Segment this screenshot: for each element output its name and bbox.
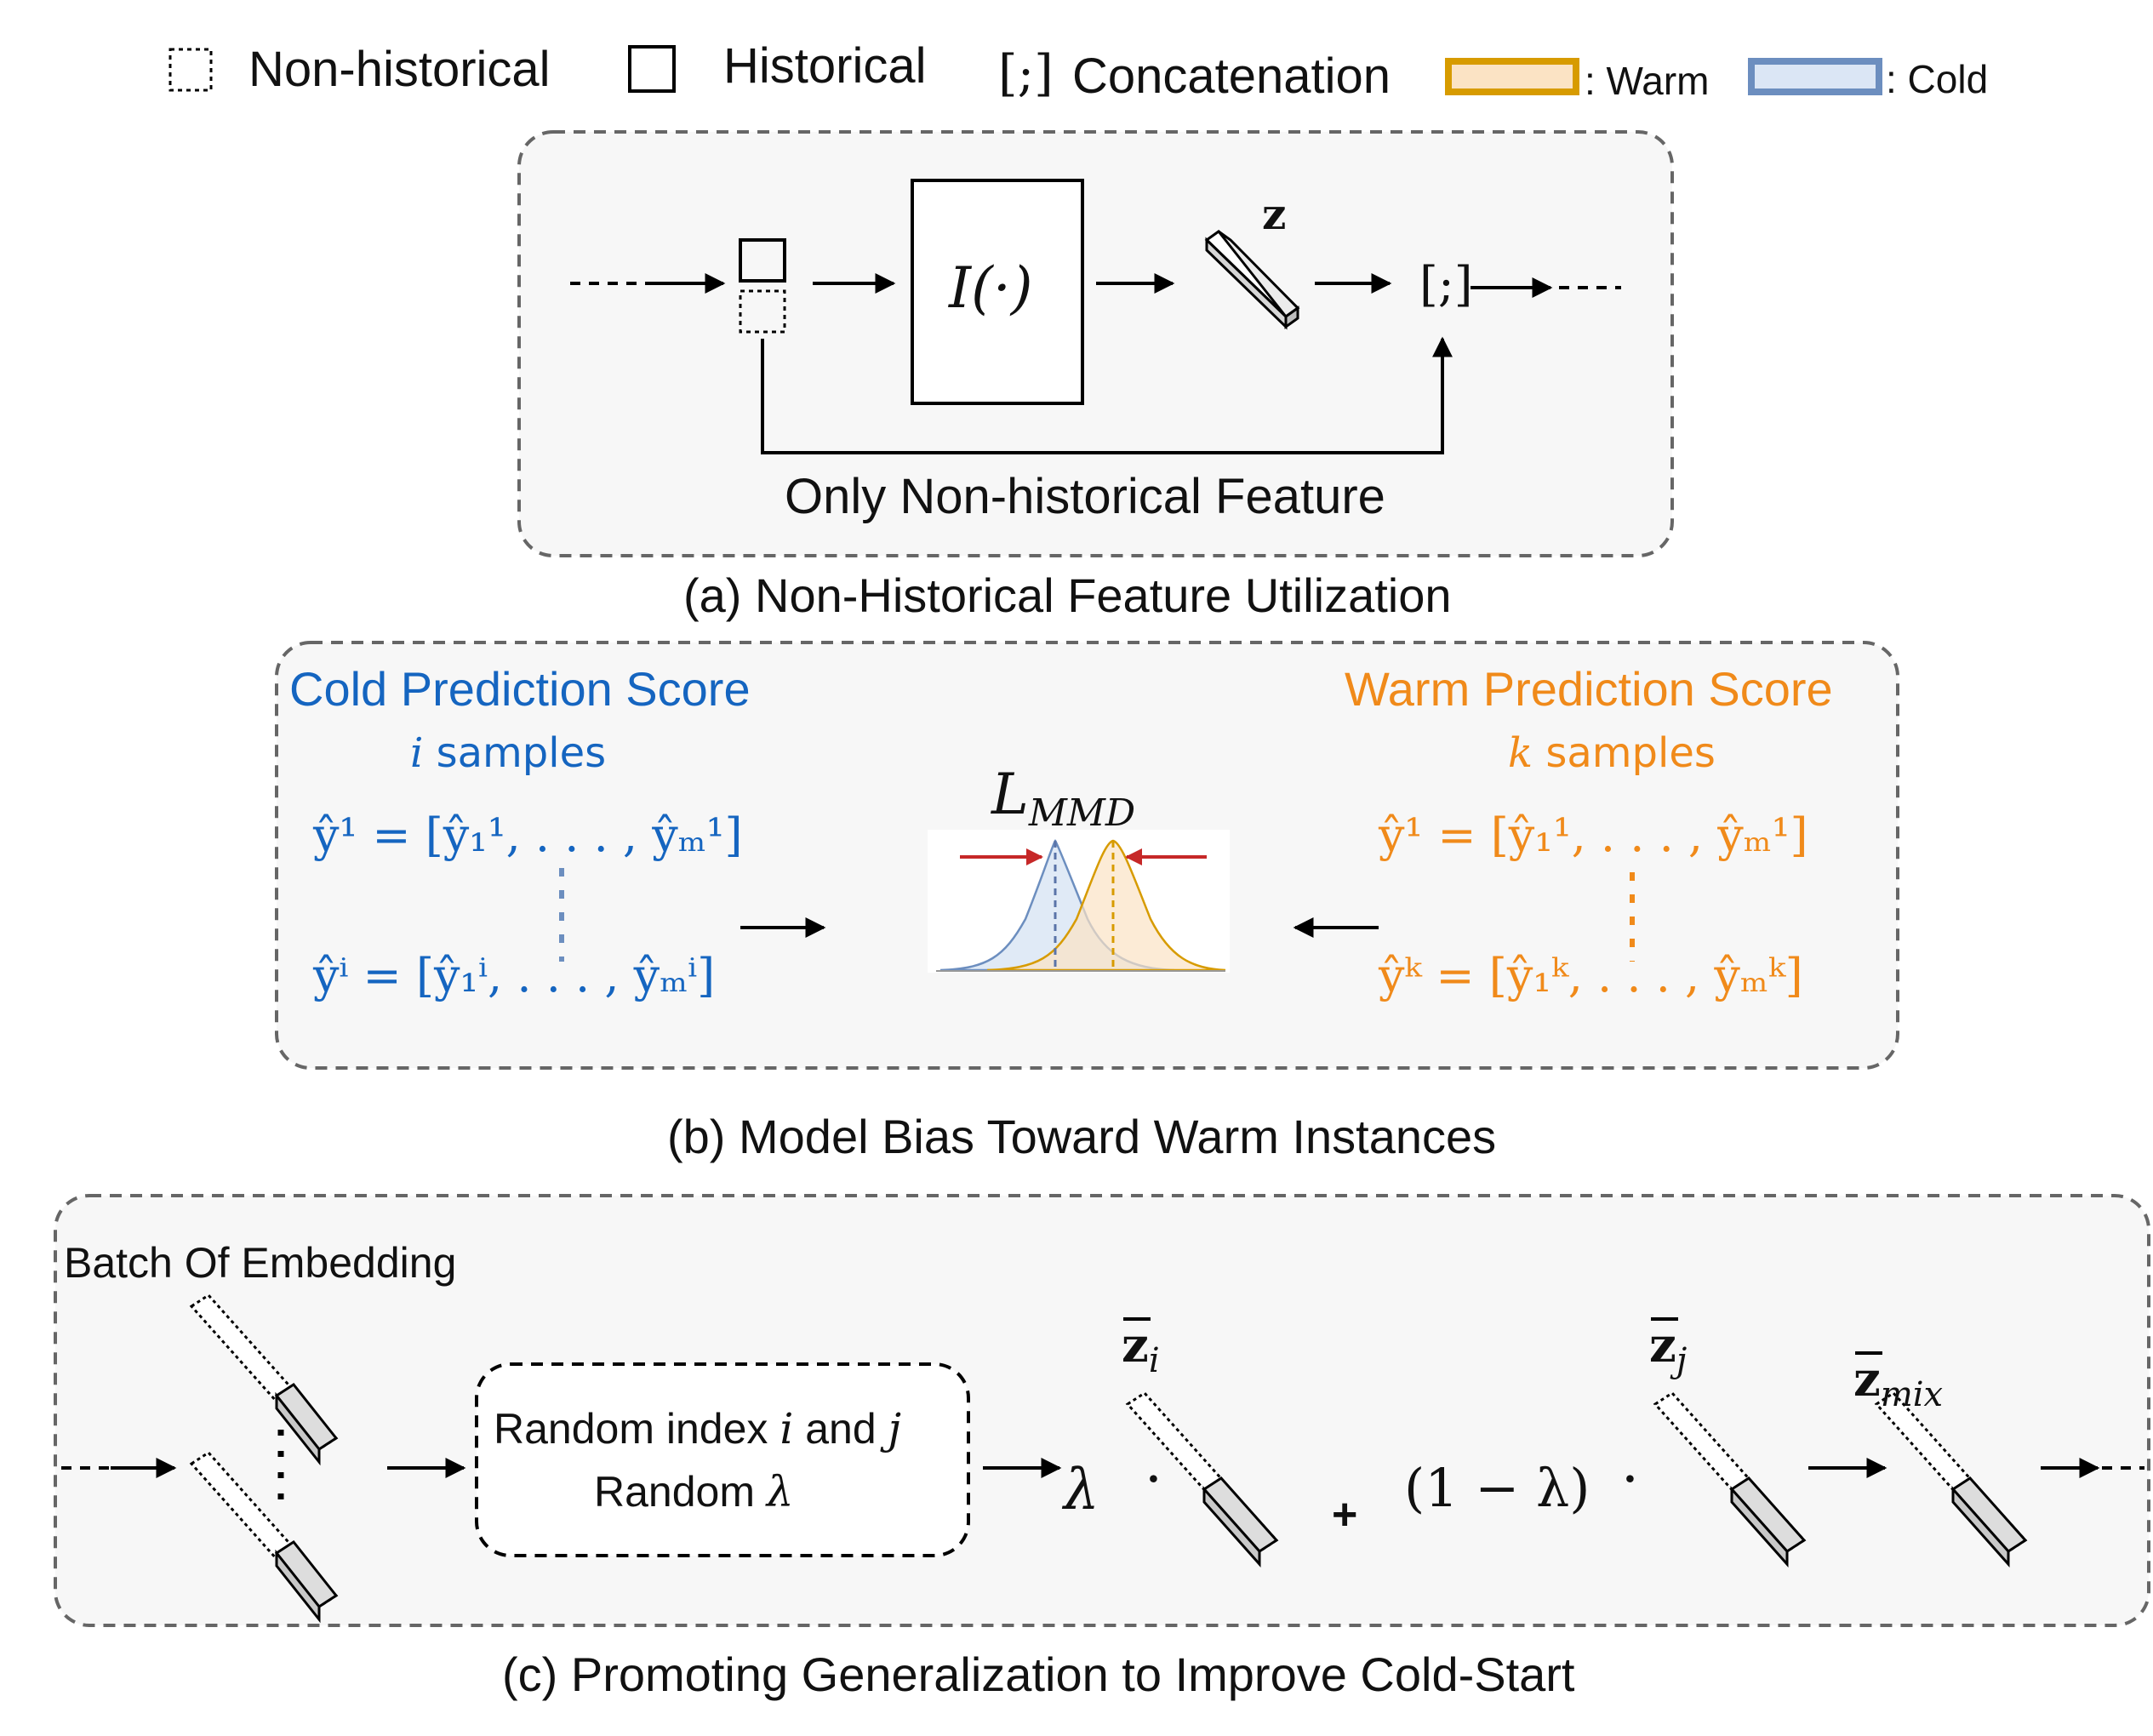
zmix-label: zmix <box>1853 1351 1943 1414</box>
zj-embedding-stick-icon <box>1653 1391 1807 1568</box>
mmd-loss-letter: L <box>991 762 1029 827</box>
cold-samples-var: i <box>410 729 424 777</box>
mmd-loss-subscript: MMD <box>1028 791 1136 836</box>
panel-a-caption: (a) Non-Historical Feature Utilization <box>683 568 1452 622</box>
legend-non-historical-label: Non-historical <box>248 42 551 97</box>
zi-label: zi <box>1122 1317 1160 1380</box>
legend-historical-label: Historical <box>723 38 927 94</box>
legend-warm-swatch-icon <box>1445 58 1579 95</box>
panel-a-z-label: z <box>1262 189 1287 239</box>
sampler-line-1-b: and <box>793 1405 888 1453</box>
cold-eq-last: ŷⁱ = [ŷ₁ⁱ, . . . , ŷₘⁱ] <box>313 949 716 1002</box>
panel-a-frame <box>517 130 1674 557</box>
mix-plus: + <box>1332 1490 1358 1539</box>
warm-samples-var: k <box>1508 729 1533 777</box>
mix-one-minus-lambda: (1 − λ) <box>1404 1457 1590 1519</box>
panel-a-encoder-box <box>911 179 1084 405</box>
panel-a-skip-connection <box>761 336 1453 454</box>
sampler-lambda: λ <box>766 1467 794 1516</box>
zj-subscript: j <box>1676 1341 1688 1381</box>
cold-eq-first: ŷ¹ = [ŷ₁¹, . . . , ŷₘ¹] <box>313 808 743 862</box>
zj-letter: z <box>1649 1317 1676 1373</box>
warm-eq-last: ŷᵏ = [ŷ₁ᵏ, . . . , ŷₘᵏ] <box>1379 949 1803 1002</box>
panel-c-caption: (c) Promoting Generalization to Improve … <box>502 1647 1575 1701</box>
batch-embedding-label: Batch Of Embedding <box>64 1239 457 1287</box>
cold-score-title: Cold Prediction Score <box>289 662 751 716</box>
legend-cold-swatch-icon <box>1748 58 1882 95</box>
cold-samples-label: i samples <box>410 729 606 777</box>
legend-warm-label: : Warm <box>1585 59 1710 103</box>
warm-samples-label: k samples <box>1508 729 1716 777</box>
legend-non-historical-icon <box>168 48 213 92</box>
sampler-index-j: j <box>888 1404 902 1453</box>
random-sampler-box <box>475 1362 970 1557</box>
panel-a-concat-node: [;] <box>1419 257 1473 312</box>
batch-embedding-stick-bottom-icon <box>189 1451 339 1624</box>
panel-a-skip-label: Only Non-historical Feature <box>785 469 1385 524</box>
warm-score-title: Warm Prediction Score <box>1345 662 1833 716</box>
cold-samples-word: samples <box>436 729 607 777</box>
panel-b-caption: (b) Model Bias Toward Warm Instances <box>667 1110 1497 1163</box>
legend-cold-label: : Cold <box>1886 57 1989 101</box>
warm-eq-first: ŷ¹ = [ŷ₁¹, . . . , ŷₘ¹] <box>1379 808 1808 862</box>
legend-concatenation-label: Concatenation <box>1072 49 1391 104</box>
panel-a-encoder-label: I(·) <box>949 255 1033 321</box>
mix-lambda: λ <box>1064 1457 1099 1522</box>
panel-a-z-embedding-icon <box>1204 230 1300 330</box>
batch-embedding-stick-top-icon <box>189 1293 339 1466</box>
panel-a-historical-feature-icon <box>739 238 786 283</box>
mmd-loss-label: LMMD <box>991 762 1135 835</box>
zmix-subscript: mix <box>1880 1375 1944 1415</box>
zi-embedding-stick-icon <box>1125 1391 1279 1568</box>
sampler-line-2-a: Random <box>594 1468 767 1516</box>
zmix-letter: z <box>1853 1351 1881 1408</box>
zi-letter: z <box>1122 1317 1149 1373</box>
legend-concat-symbol: [;] <box>998 44 1054 102</box>
panel-b-distribution-plot <box>928 830 1230 973</box>
zmix-embedding-stick-icon <box>1874 1391 2028 1568</box>
mix-dot-1: · <box>1145 1447 1162 1512</box>
mix-dot-2: · <box>1621 1447 1639 1512</box>
sampler-index-i: i <box>780 1404 794 1453</box>
sampler-line-1: Random index i and j <box>494 1404 901 1453</box>
sampler-line-1-a: Random index <box>494 1405 780 1453</box>
legend-historical-icon <box>628 45 676 93</box>
warm-samples-word: samples <box>1545 729 1716 777</box>
zi-subscript: i <box>1148 1341 1160 1381</box>
sampler-line-2: Random λ <box>594 1467 794 1516</box>
zj-label: zj <box>1649 1317 1687 1380</box>
